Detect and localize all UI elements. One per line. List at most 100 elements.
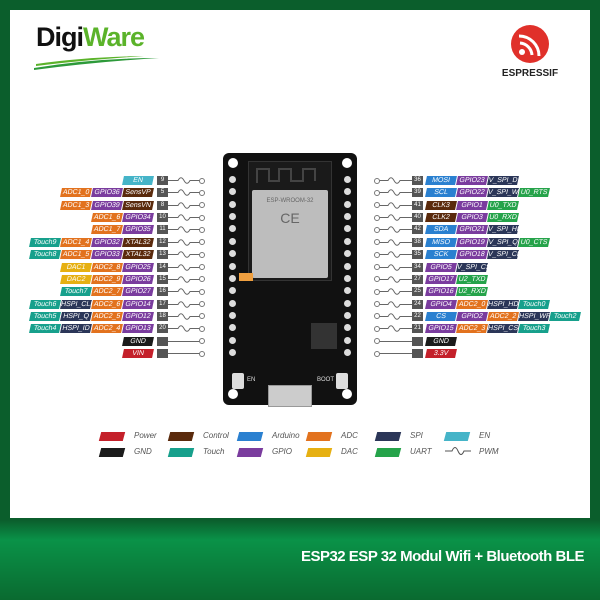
pin-label-spi: V_SPI_Q	[487, 237, 519, 247]
en-button[interactable]	[232, 373, 244, 389]
pin-label-uart: U2_TXD	[456, 274, 488, 284]
pwm-wire-icon	[378, 251, 412, 258]
pwm-wire-icon	[168, 313, 202, 320]
pin-number: 22	[412, 311, 423, 321]
pin-label-gpio: GPIO23	[456, 176, 488, 185]
pin-label-adc: ADC1_3	[60, 200, 92, 210]
pin-number: 18	[157, 311, 168, 321]
boot-button[interactable]	[336, 373, 348, 389]
board-pin	[344, 349, 351, 357]
module-label: ESP-WROOM-32	[266, 198, 314, 204]
board-pin	[344, 324, 351, 332]
pin-number: 15	[157, 274, 168, 284]
legend-swatch-uart	[374, 448, 402, 457]
pin-dot	[199, 264, 205, 271]
pwm-wire-icon	[168, 263, 202, 271]
pin-label-spi: V_SPI_D	[487, 176, 519, 185]
pwm-wire-icon	[168, 239, 202, 246]
pin-label-adc: ADC2_0	[456, 299, 488, 309]
pwm-wire-icon	[168, 201, 202, 209]
board-pin	[229, 274, 236, 282]
pin-label-spi: HSPI_ID	[60, 324, 92, 334]
pwm-wire-icon	[168, 214, 202, 221]
pin-label-gpio: GPIO14	[122, 299, 154, 309]
board-pin	[344, 188, 351, 196]
logo-digi: Digi	[36, 22, 84, 52]
pin-dot	[374, 202, 380, 209]
wire-line	[378, 353, 412, 355]
wire-line	[168, 340, 202, 342]
pin-label-gpio: GPIO3	[456, 213, 488, 223]
pin-label-uart: U0_RTS	[518, 188, 550, 198]
legend-label: GND	[134, 447, 152, 456]
board-pin	[229, 213, 236, 221]
legend-label: GPIO	[272, 447, 293, 456]
pin-label-uart: U2_RXD	[456, 287, 488, 297]
pin-dot	[199, 338, 205, 345]
legend-label: ADC	[341, 431, 358, 440]
pin-number: 39	[412, 188, 423, 198]
board-pin	[229, 311, 236, 319]
pin-dot	[374, 350, 380, 357]
pin-number: 21	[412, 324, 423, 334]
en-button-label: EN	[247, 377, 256, 383]
pwm-icon	[445, 447, 471, 455]
pin-dot	[199, 189, 205, 196]
pin-number	[412, 336, 423, 346]
pin-label-gpio: GPIO17	[425, 274, 457, 284]
pin-dot	[199, 276, 205, 283]
pwm-wire-icon	[168, 177, 202, 184]
board-pin	[229, 324, 236, 332]
pin-label-gpio: GPIO35	[122, 225, 154, 235]
pin-label-power: 3.3V	[425, 349, 457, 359]
logo-swoosh-icon	[34, 56, 159, 70]
board-pin	[344, 225, 351, 233]
board-pin	[344, 299, 351, 307]
pin-label-touch: Touch7	[60, 287, 92, 297]
pin-label-spi: HSPI_WP	[518, 311, 552, 321]
legend-label: PWM	[479, 447, 499, 456]
pin-label-control: SensVN	[122, 200, 154, 210]
pin-label-spi: V_SPI_CLK	[487, 250, 527, 260]
pin-number: 38	[412, 237, 423, 247]
pin-label-adc: ADC2_6	[91, 299, 123, 309]
pin-dot	[199, 214, 205, 221]
pin-label-adc: ADC1_7	[91, 225, 123, 235]
pin-label-arduino: SCL	[425, 188, 457, 198]
pin-label-adc: ADC2_9	[91, 274, 123, 284]
pwm-wire-icon	[378, 189, 412, 197]
pwm-wire-icon	[168, 276, 202, 283]
board-pin	[344, 262, 351, 270]
pin-label-spi: V_SPI_CS0	[456, 262, 496, 272]
pin-label-dac: DAC2	[60, 274, 92, 284]
pin-label-gpio: GPIO15	[425, 324, 457, 334]
pin-dot	[374, 288, 380, 295]
pin-label-adc: ADC2_3	[456, 324, 488, 334]
pin-dot	[374, 189, 380, 196]
pin-number: 36	[412, 176, 423, 185]
pwm-wire-icon	[378, 214, 412, 221]
pin-label-gpio: GPIO19	[456, 237, 488, 247]
legend-swatch-power	[98, 432, 126, 441]
pin-label-touch: Touch5	[29, 311, 61, 321]
pwm-wire-icon	[378, 263, 412, 271]
pin-number: 14	[157, 262, 168, 272]
pin-label-gpio: GPIO33	[91, 250, 123, 260]
pin-label-control: CLK2	[425, 213, 457, 223]
pin-dot	[199, 177, 205, 184]
pin-label-gpio: GPIO22	[456, 188, 488, 198]
legend-label: Control	[203, 431, 229, 440]
board-pin	[229, 188, 236, 196]
pin-label-uart: U0_TXD	[487, 200, 519, 210]
pin-label-touch: Touch3	[518, 324, 550, 334]
mount-hole	[228, 158, 238, 168]
pin-label-control: XTAL32	[122, 250, 154, 260]
legend-swatch-en	[443, 432, 471, 441]
pin-label-spi: HSPI_CS0	[487, 324, 523, 334]
pin-label-uart: U0_CTS	[518, 237, 550, 247]
board-pin	[229, 262, 236, 270]
pwm-wire-icon	[168, 189, 202, 197]
board-pin	[229, 237, 236, 245]
board-pin	[344, 213, 351, 221]
pin-label-arduino: CS	[425, 311, 457, 321]
